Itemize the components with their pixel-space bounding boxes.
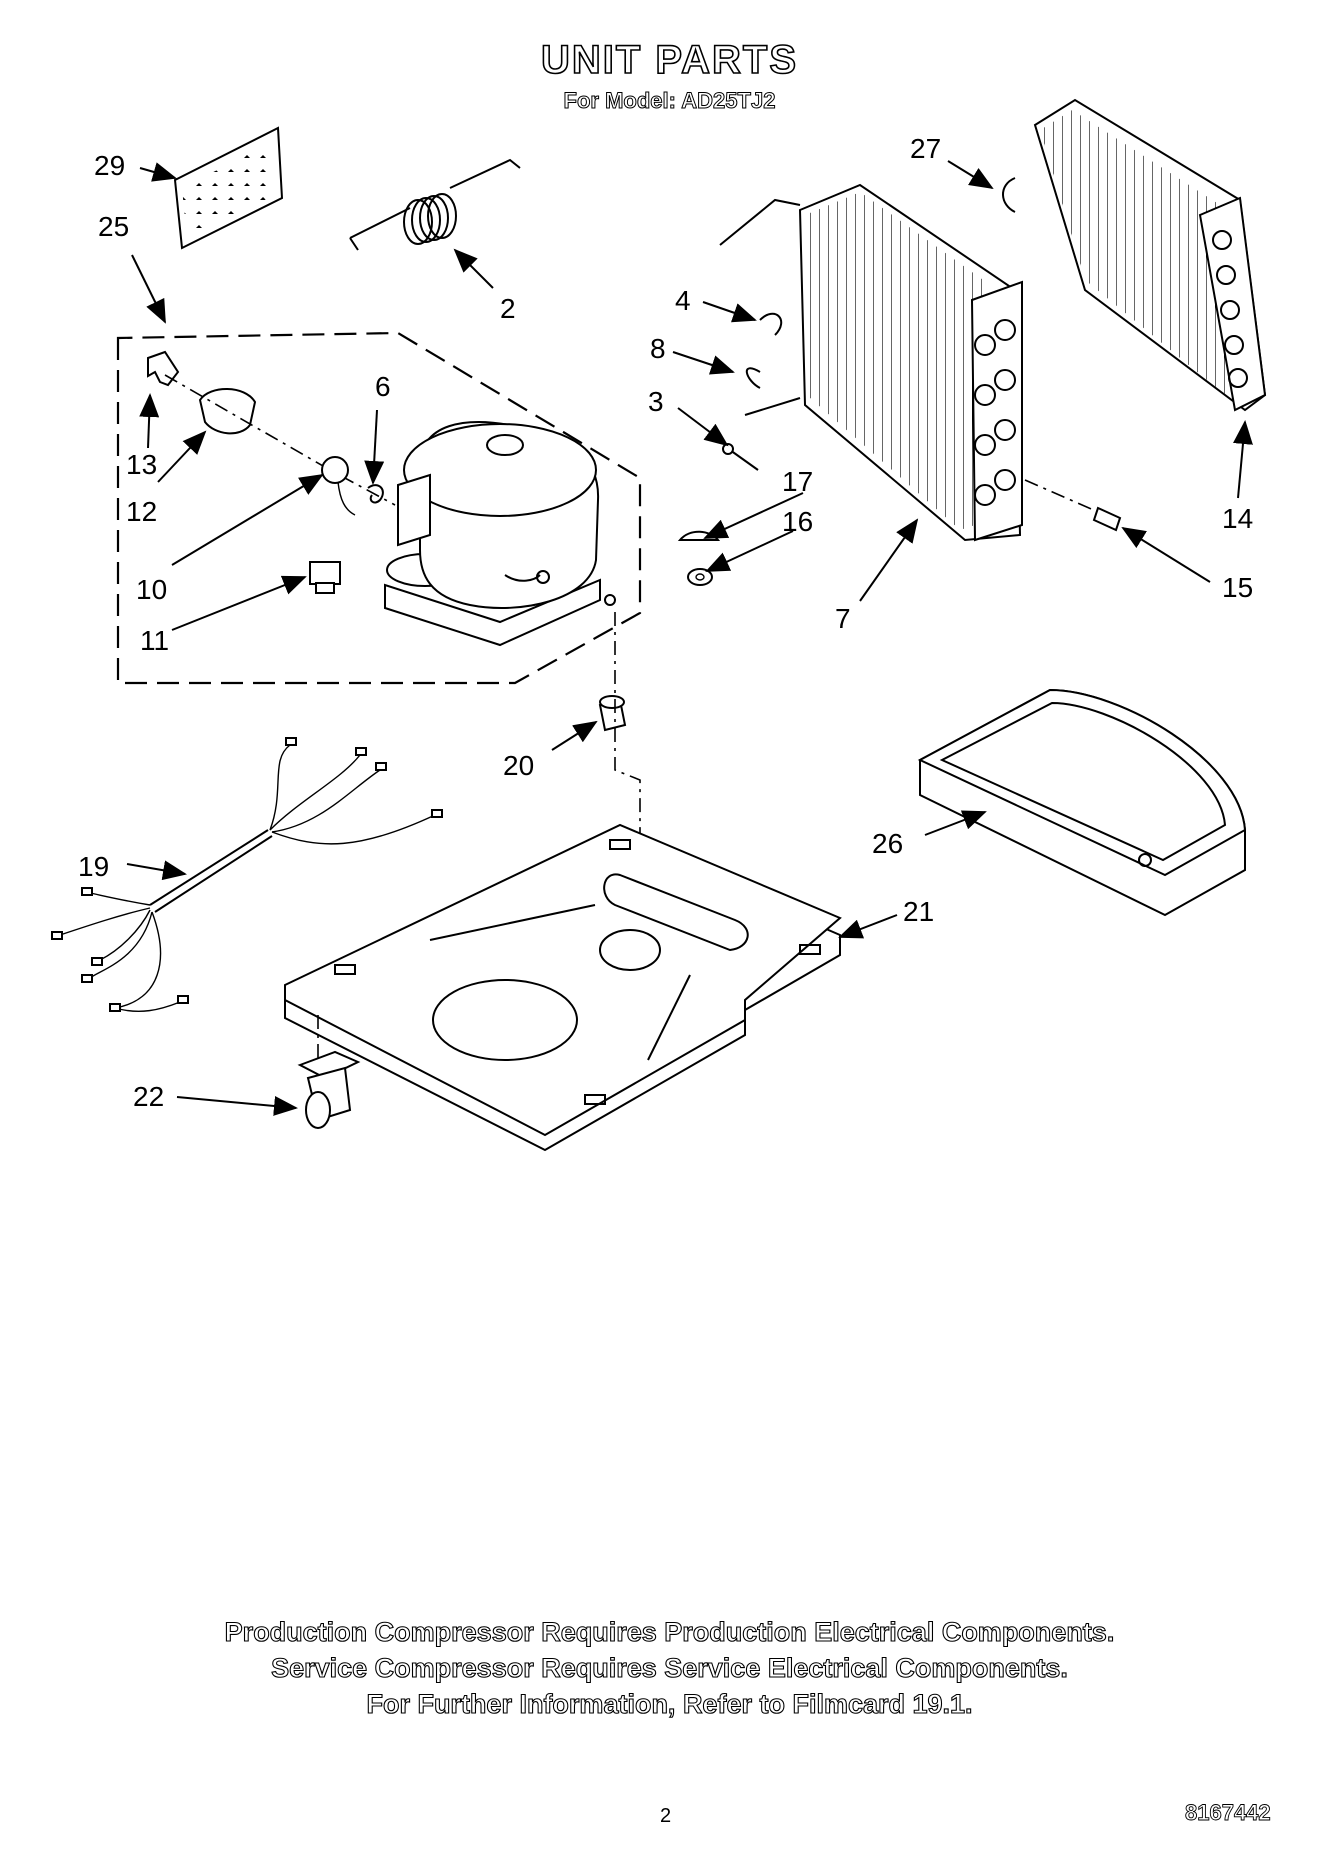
part-14-condenser <box>1033 98 1267 412</box>
part-10-overload <box>321 456 356 516</box>
page-title: UNIT PARTS <box>540 37 799 83</box>
callout-leaders <box>126 160 1253 1116</box>
callout-10: 10 <box>136 574 167 605</box>
part-20-grommet <box>598 695 627 732</box>
callout-8: 8 <box>650 333 666 364</box>
callout-20: 20 <box>503 750 534 781</box>
part-26-drain-pan <box>917 688 1247 917</box>
callout-12: 12 <box>126 496 157 527</box>
callout-6: 6 <box>375 371 391 402</box>
part-19-harness <box>51 737 443 1013</box>
callout-4: 4 <box>675 285 691 316</box>
part-16-washer <box>687 568 713 586</box>
callout-11: 11 <box>140 625 169 656</box>
callout-19: 19 <box>78 851 109 882</box>
callout-21: 21 <box>903 896 934 927</box>
part-21-base <box>284 823 842 1152</box>
part-2-spring <box>349 158 521 251</box>
callout-7: 7 <box>835 603 851 634</box>
page-number: 2 <box>660 1805 672 1827</box>
callout-14: 14 <box>1222 503 1253 534</box>
part-13-clip <box>147 350 180 387</box>
callout-2: 2 <box>500 293 516 324</box>
callout-3: 3 <box>648 386 664 417</box>
part-8-clip <box>745 367 761 389</box>
part-15-fitting <box>1092 506 1122 532</box>
callout-27: 27 <box>910 133 941 164</box>
part-compressor <box>384 421 616 647</box>
callout-17: 17 <box>782 466 813 497</box>
group-25-boundary <box>116 331 642 685</box>
part-27-clip <box>1002 177 1016 213</box>
callout-13: 13 <box>126 449 157 480</box>
part-6-clip <box>367 484 384 504</box>
part-12-cover <box>198 388 257 435</box>
part-4-clip <box>759 312 783 336</box>
callout-26: 26 <box>872 828 903 859</box>
part-alignment-line <box>164 374 396 506</box>
callout-16: 16 <box>782 506 813 537</box>
callout-25: 25 <box>98 211 129 242</box>
part-17-bracket <box>677 530 721 541</box>
part-11-relay <box>309 561 341 594</box>
part-3-screw <box>722 443 759 471</box>
callout-15: 15 <box>1222 572 1253 603</box>
footer-note-3: For Further Information, Refer to Filmca… <box>366 1688 973 1719</box>
callout-29: 29 <box>94 150 125 181</box>
part-22-caster <box>297 1015 361 1129</box>
part-29-filter <box>173 126 284 250</box>
part-7-evaporator <box>719 183 1106 542</box>
footer-note-2: Service Compressor Requires Service Elec… <box>271 1652 1069 1683</box>
footer-note-1: Production Compressor Requires Productio… <box>224 1616 1115 1647</box>
callout-22: 22 <box>133 1081 164 1112</box>
document-number: 8167442 <box>1185 1800 1272 1826</box>
model-subtitle: For Model: AD25TJ2 <box>563 88 776 114</box>
